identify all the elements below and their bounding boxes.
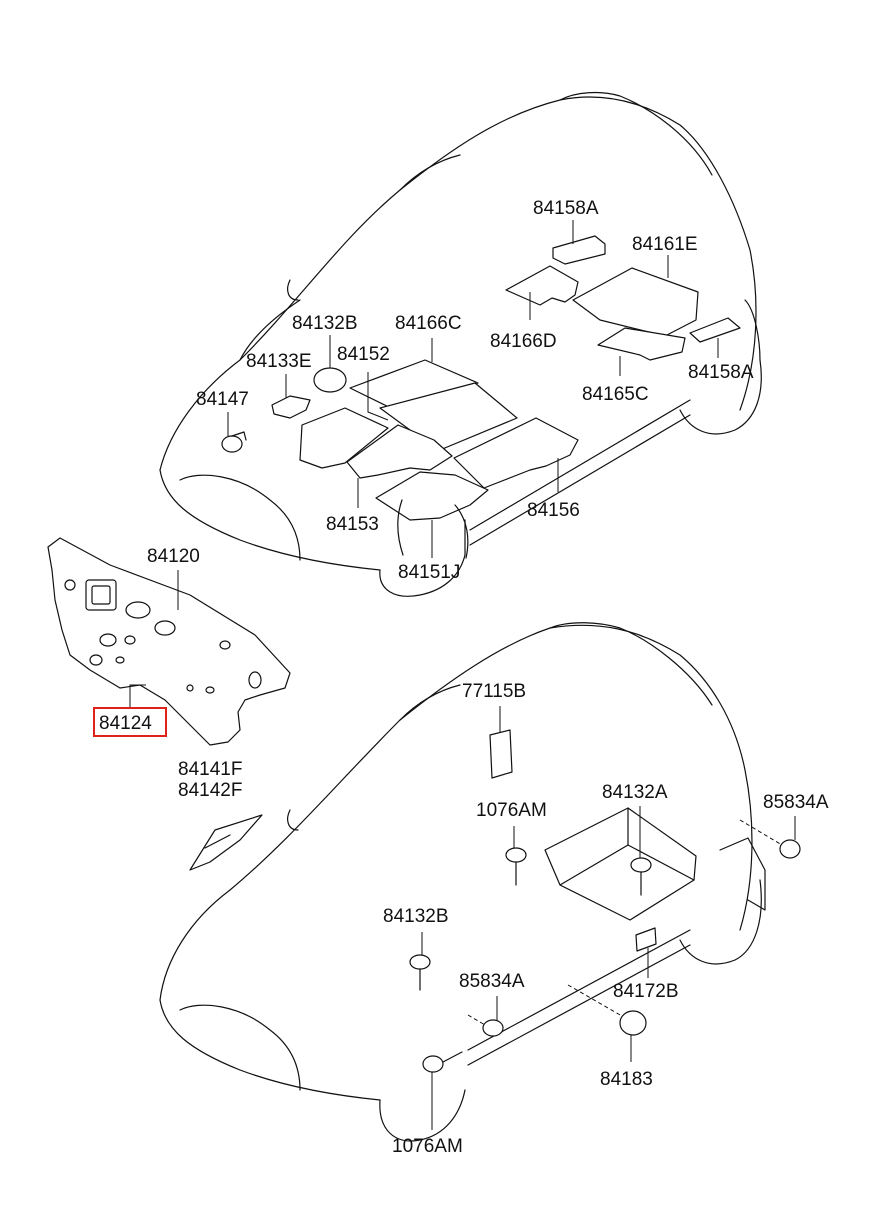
plug-1076AM-bottom: [422, 1055, 444, 1073]
dash-insulator-panel: [47, 537, 291, 746]
highlight-box-84124: [93, 707, 167, 737]
label-84166D: 84166D: [490, 331, 557, 352]
label-84133E: 84133E: [246, 351, 312, 372]
label-84158A-right: 84158A: [688, 362, 754, 383]
label-84161E: 84161E: [632, 234, 698, 255]
upper-car-outline: [159, 91, 762, 597]
pad-84141F: [189, 814, 263, 871]
label-84132A: 84132A: [602, 782, 668, 803]
label-84183: 84183: [600, 1069, 653, 1090]
plug-84132A: [630, 857, 652, 873]
pad-84133E: [271, 395, 311, 419]
label-1076AM-top: 1076AM: [476, 800, 547, 821]
label-84156: 84156: [527, 500, 580, 521]
plug-1076AM-top: [505, 847, 527, 863]
part-labels: 84158A 84161E 84132B 84166C 84166D 84133…: [99, 198, 829, 1157]
leader-lines: [129, 220, 796, 1130]
label-84158A-top: 84158A: [533, 198, 599, 219]
label-84142F: 84142F: [178, 780, 242, 801]
label-84132B-bottom: 84132B: [383, 906, 449, 927]
label-84153: 84153: [326, 514, 379, 535]
plug-85834A-mid: [482, 1019, 504, 1037]
plug-84132B-top: [313, 367, 347, 393]
label-1076AM-bottom: 1076AM: [392, 1136, 463, 1157]
label-84132B-top: 84132B: [292, 313, 358, 334]
label-77115B: 77115B: [462, 681, 526, 702]
label-84165C: 84165C: [582, 384, 649, 405]
clip-84147: [221, 435, 243, 453]
label-84147: 84147: [196, 389, 249, 410]
label-84151J: 84151J: [398, 562, 460, 583]
label-84152: 84152: [337, 344, 390, 365]
label-85834A-mid: 85834A: [459, 971, 525, 992]
plug-85834A-right: [779, 839, 801, 859]
upper-insulation-pads: [299, 235, 741, 559]
pad-84172B: [635, 927, 657, 952]
label-84141F: 84141F: [178, 759, 242, 780]
label-85834A-right: 85834A: [763, 792, 829, 813]
plug-84132B-bottom: [409, 954, 431, 970]
label-77115B: [489, 729, 513, 779]
label-84166C: 84166C: [395, 313, 462, 334]
lower-small-parts: [189, 729, 801, 1073]
plug-84183: [619, 1010, 647, 1036]
label-84124: 84124: [99, 713, 152, 734]
upper-small-parts: [221, 367, 347, 453]
lower-car-outline: [159, 622, 766, 1142]
label-84172B: 84172B: [613, 981, 679, 1002]
tray-84132A: [544, 807, 697, 921]
label-84120: 84120: [147, 546, 200, 567]
